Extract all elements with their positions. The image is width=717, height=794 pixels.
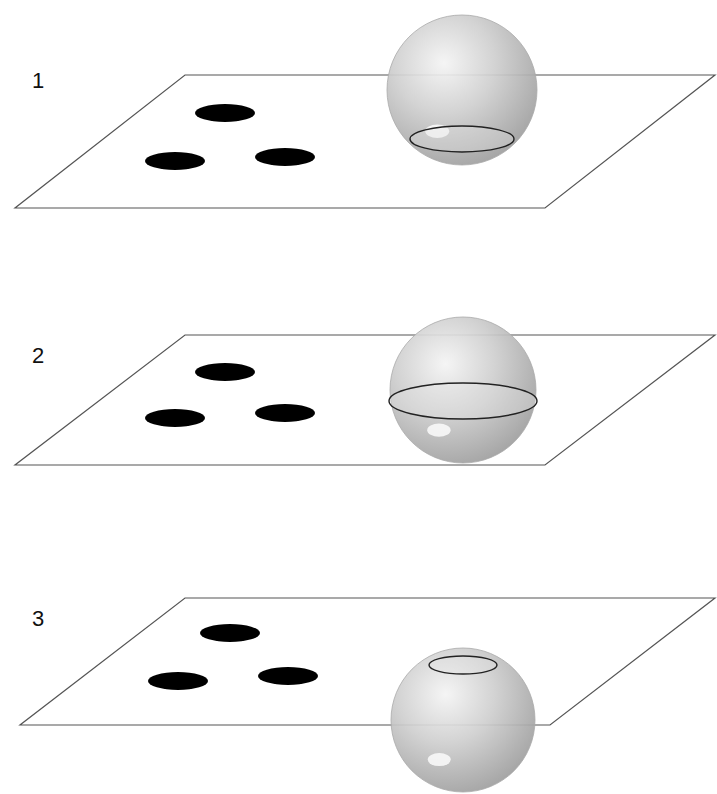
panel xyxy=(15,317,715,465)
black-spot xyxy=(148,672,208,690)
black-spot xyxy=(145,152,205,170)
plane xyxy=(20,598,715,725)
black-spot xyxy=(258,667,318,685)
panel-number: 1 xyxy=(32,70,44,92)
highlight xyxy=(428,753,451,766)
black-spot xyxy=(255,404,315,422)
intersection-circle xyxy=(429,656,497,674)
sphere xyxy=(387,15,537,165)
black-spot xyxy=(195,104,255,122)
panel xyxy=(15,15,715,208)
intersection-circle xyxy=(410,126,514,152)
black-spot xyxy=(255,148,315,166)
highlight xyxy=(427,424,450,437)
plane xyxy=(15,335,715,465)
black-spot xyxy=(200,624,260,642)
panel xyxy=(20,598,715,792)
panel-number: 2 xyxy=(32,345,44,367)
sphere xyxy=(390,317,536,463)
plane xyxy=(15,75,715,208)
black-spot xyxy=(145,409,205,427)
black-spot xyxy=(195,363,255,381)
sphere xyxy=(391,648,535,792)
intersection-circle xyxy=(389,383,537,419)
panel-number: 3 xyxy=(32,608,44,630)
